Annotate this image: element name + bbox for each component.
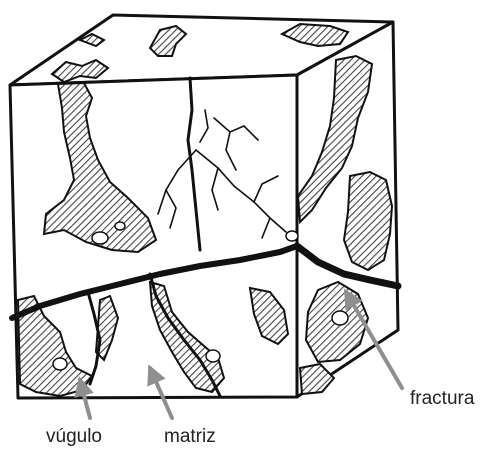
vug-hole (115, 222, 125, 230)
vug-hole (92, 232, 108, 244)
label-matriz: matriz (164, 426, 216, 447)
label-fractura: fractura (410, 388, 475, 409)
vug-hole (53, 358, 67, 370)
label-vugulo: vúgulo (46, 426, 102, 447)
vug-hole (206, 350, 220, 362)
vug-hole (332, 311, 348, 325)
vug-right-band-middle (344, 172, 392, 270)
vug-hole (286, 231, 298, 241)
